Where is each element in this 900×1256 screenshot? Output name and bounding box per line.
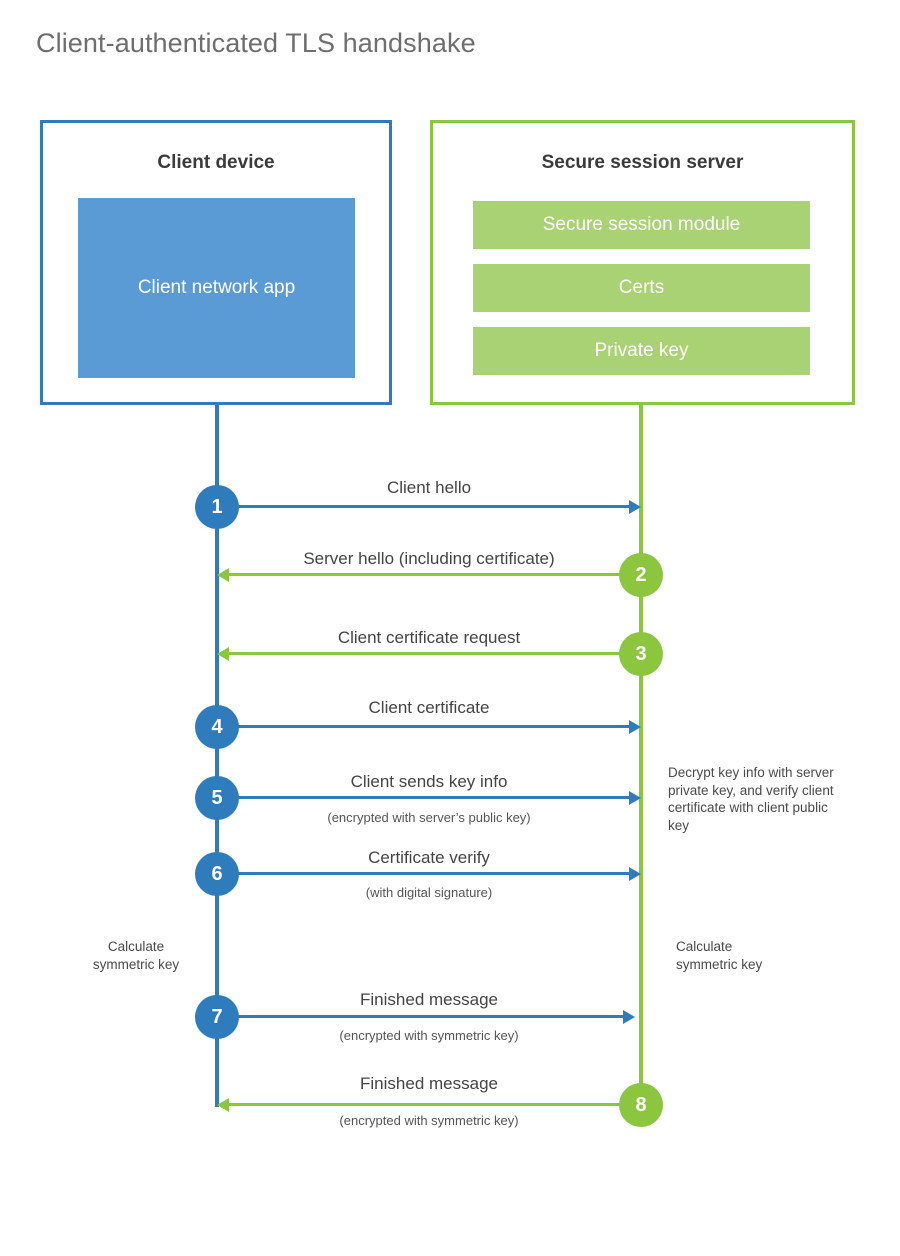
step-5-sublabel: (encrypted with server’s public key) [327, 810, 531, 825]
step-4-arrow-line [217, 725, 629, 728]
step-6-arrow-head-icon [629, 866, 641, 881]
server-component-secure-session-module: Secure session module [473, 201, 810, 249]
client-device-title: Client device [157, 152, 275, 173]
client-network-app-label: Client network app [137, 277, 296, 298]
step-4-circle[interactable]: 4 [195, 705, 239, 749]
step-6-label: Certificate verify [368, 848, 490, 867]
step-6-sublabel: (with digital signature) [365, 885, 493, 900]
step-7-arrow-head-icon [623, 1009, 635, 1024]
step-8-sublabel: (encrypted with symmetric key) [339, 1113, 519, 1128]
step-2-label: Server hello (including certificate) [303, 549, 555, 568]
secure-session-server-box: Secure session server Secure session mod… [430, 120, 855, 405]
step-8-arrow-head-icon [217, 1097, 229, 1112]
step-1-circle[interactable]: 1 [195, 485, 239, 529]
step-3-circle[interactable]: 3 [619, 632, 663, 676]
step-2-circle[interactable]: 2 [619, 553, 663, 597]
step-1-label: Client hello [386, 478, 472, 497]
step-2-arrow-head-icon [217, 567, 229, 582]
step-2-arrow-line [229, 573, 641, 576]
step-5-arrow-head-icon [629, 790, 641, 805]
step-3-label: Client certificate request [337, 628, 521, 647]
server-lifeline [639, 405, 643, 1105]
step-1-arrow-head-icon [629, 499, 641, 514]
step-4-arrow-head-icon [629, 719, 641, 734]
server-calculate-symmetric-key-note: Calculate symmetric key [676, 939, 763, 972]
step-3-arrow-line [229, 652, 641, 655]
step-3-number: 3 [635, 642, 647, 665]
step-5-circle[interactable]: 5 [195, 776, 239, 820]
client-network-app-block: Client network app [78, 198, 355, 378]
client-device-box: Client device Client network app [40, 120, 392, 405]
step-7-number: 7 [211, 1005, 223, 1028]
step-1-number: 1 [211, 495, 223, 518]
server-component-label: Certs [618, 277, 665, 298]
server-component-label: Private key [594, 340, 689, 361]
server-component-label: Secure session module [542, 214, 741, 235]
step-6-number: 6 [211, 862, 223, 885]
step-6-arrow-line [217, 872, 629, 875]
secure-session-server-title: Secure session server [541, 152, 744, 173]
step-5-arrow-line [217, 796, 629, 799]
step-5-label: Client sends key info [350, 772, 508, 791]
server-component-certs: Certs [473, 264, 810, 312]
step-8-circle[interactable]: 8 [619, 1083, 663, 1127]
client-lifeline [215, 405, 219, 1107]
step-6-circle[interactable]: 6 [195, 852, 239, 896]
server-component-private-key: Private key [473, 327, 810, 375]
step-4-label: Client certificate [368, 698, 490, 717]
step-7-label: Finished message [360, 990, 498, 1009]
step-8-number: 8 [635, 1093, 647, 1116]
server-decrypt-note: Decrypt key info with server private key… [668, 765, 834, 833]
step-5-number: 5 [211, 786, 223, 809]
step-2-number: 2 [635, 563, 647, 586]
step-7-sublabel: (encrypted with symmetric key) [339, 1028, 519, 1043]
step-4-number: 4 [211, 715, 223, 738]
step-1-arrow-line [217, 505, 629, 508]
page-title: Client-authenticated TLS handshake [36, 28, 476, 58]
step-3-arrow-head-icon [217, 646, 229, 661]
step-8-arrow-line [229, 1103, 641, 1106]
step-7-arrow-line [217, 1015, 623, 1018]
client-calculate-symmetric-key-note: Calculate symmetric key [92, 939, 180, 972]
step-8-label: Finished message [360, 1074, 498, 1093]
step-7-circle[interactable]: 7 [195, 995, 239, 1039]
